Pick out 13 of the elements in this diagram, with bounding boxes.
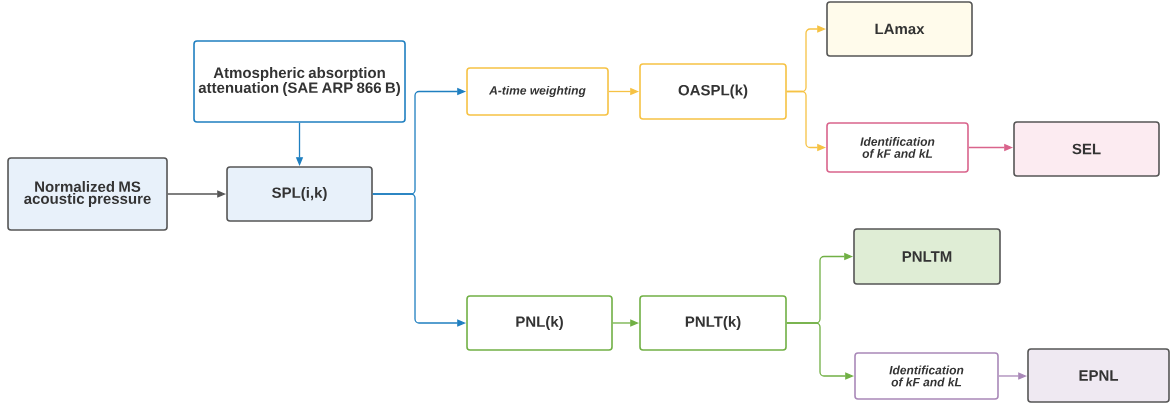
output-box: PNLTM (853, 228, 1001, 285)
output-box: LAmax (826, 1, 973, 57)
process-box: Identification of kF and kL (826, 122, 969, 173)
process-box: OASPL(k) (639, 63, 787, 120)
process-box: PNL(k) (466, 295, 613, 351)
process-box: SPL(i,k) (226, 166, 373, 222)
output-box: EPNL (1027, 348, 1170, 403)
process-box: PNLT(k) (639, 295, 787, 351)
process-box: Identification of kF and kL (854, 352, 999, 400)
process-box: Atmospheric absorption attenuation (SAE ARP 866 B) (193, 40, 406, 123)
input-box: Normalized MS acoustic pressure (7, 157, 168, 231)
output-box: SEL (1013, 121, 1160, 177)
process-box: A-time weighting (466, 67, 609, 116)
